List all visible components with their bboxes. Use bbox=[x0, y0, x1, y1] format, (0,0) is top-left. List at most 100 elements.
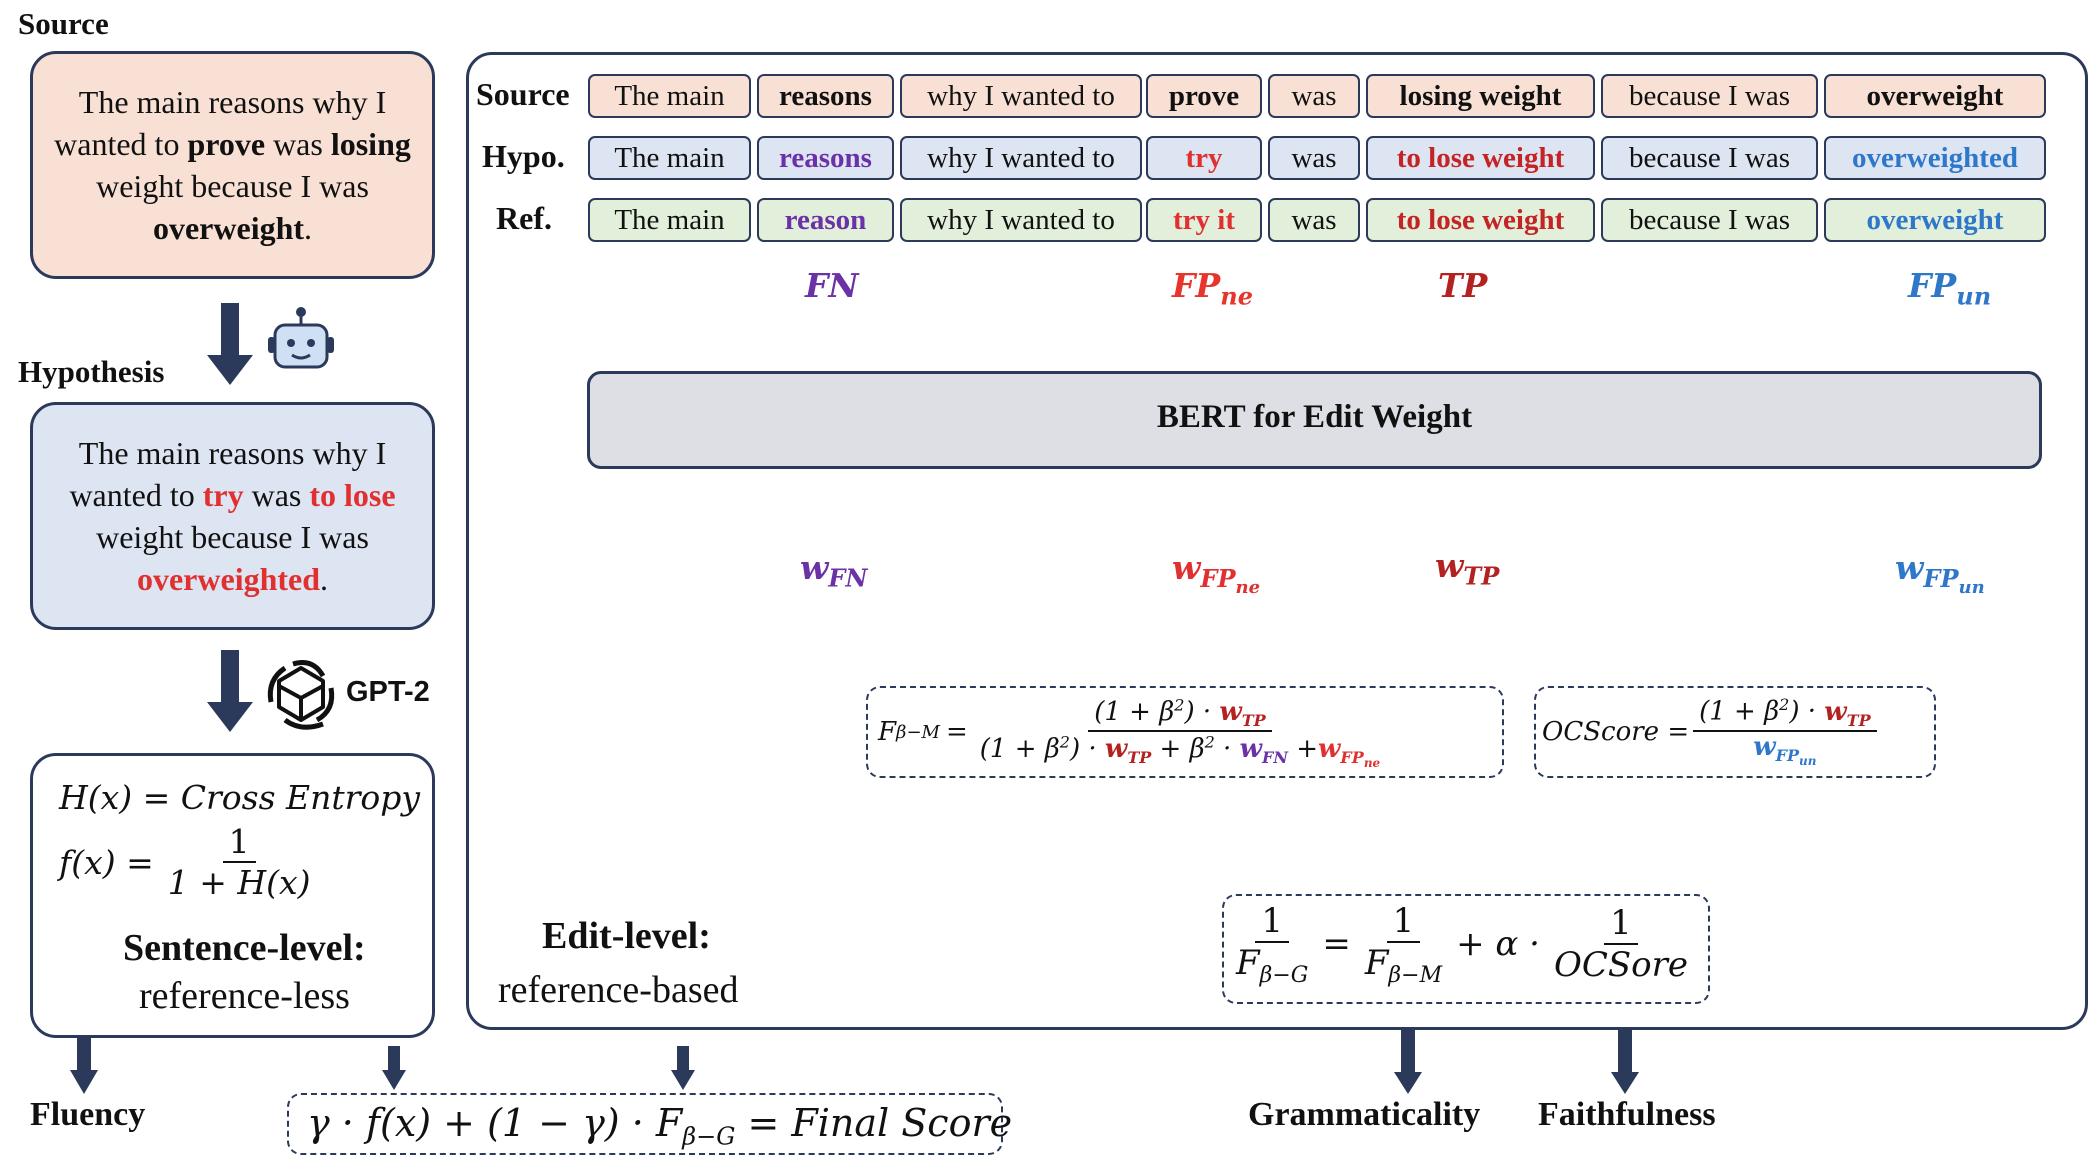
fbm-den-dot: ) · bbox=[1069, 733, 1105, 764]
ocs-num-w: w bbox=[1824, 696, 1847, 727]
f-beta-g-box: 1 Fβ−G = 1 Fβ−M + α · 1 OCSore bbox=[1222, 894, 1710, 1004]
fbg-frac1-den-f: F bbox=[1236, 943, 1260, 983]
token-cell: why I wanted to bbox=[900, 198, 1142, 242]
bert-bar: BERT for Edit Weight bbox=[587, 371, 2042, 469]
sentence-segment: overweighted bbox=[136, 561, 321, 597]
token-cell: was bbox=[1268, 74, 1360, 118]
f-numerator: 1 bbox=[222, 822, 256, 863]
fbm-num-sq: 2 bbox=[1174, 695, 1185, 714]
w-tp-label: wTP bbox=[1435, 546, 1499, 591]
ocscore-fraction: (1 + β2) · wTP wFPun bbox=[1693, 695, 1877, 769]
w-fn-label: wFN bbox=[800, 548, 867, 593]
ocscore-formula: OCScore = (1 + β2) · wTP wFPun bbox=[1542, 695, 1877, 768]
token-cell: was bbox=[1268, 136, 1360, 180]
fbg-frac2-den: Fβ−M bbox=[1359, 943, 1448, 988]
hypothesis-card: The main reasons why I wanted to try was… bbox=[30, 402, 435, 630]
ocscore-box: OCScore = (1 + β2) · wTP wFPun bbox=[1534, 686, 1936, 778]
fp-un-label: FPun bbox=[1908, 266, 1991, 311]
hypothesis-label: Hypothesis bbox=[18, 354, 165, 389]
token-cell: to lose weight bbox=[1366, 198, 1595, 242]
token-cell: The main bbox=[588, 198, 751, 242]
fbm-lhs: F bbox=[878, 717, 897, 748]
fbm-den: (1 + β2) · wTP + β2 · wFN +wFPne bbox=[979, 731, 1381, 770]
token-cell: overweight bbox=[1824, 198, 2046, 242]
sentence-segment: The main reasons why I wanted to bbox=[54, 84, 387, 162]
token-cell: reasons bbox=[757, 74, 894, 118]
entropy-formula: H(x) = Cross Entropy bbox=[59, 778, 421, 817]
source-label: Source bbox=[18, 6, 109, 41]
w-tp-w: w bbox=[1435, 546, 1464, 585]
final-score-rhs: = Final Score bbox=[735, 1101, 1013, 1145]
to-final-arrow-2 bbox=[671, 1046, 695, 1090]
w-fp-ne-subsub: ne bbox=[1235, 576, 1261, 598]
grammaticality-label: Grammaticality bbox=[1248, 1096, 1481, 1133]
w-fp-ne-w: w bbox=[1172, 548, 1201, 587]
fbg-frac3-den: OCSore bbox=[1553, 945, 1689, 986]
fn-label-text: FN bbox=[805, 266, 859, 305]
token-cell: why I wanted to bbox=[900, 136, 1142, 180]
fbm-beta: β bbox=[1189, 733, 1205, 764]
edit-level-sub: reference-based bbox=[498, 969, 739, 1011]
w-fp-un-w: w bbox=[1895, 548, 1924, 587]
token-cell: The main bbox=[588, 74, 751, 118]
tp-label-text: TP bbox=[1438, 266, 1488, 305]
ocs-num-a: (1 + β bbox=[1699, 696, 1780, 727]
source-card: The main reasons why I wanted to prove w… bbox=[30, 51, 435, 279]
sentence-level-title: Sentence-level: bbox=[123, 927, 366, 969]
row-label-1: Hypo. bbox=[482, 138, 565, 174]
source-to-hypothesis-arrow bbox=[207, 303, 253, 385]
sentence-segment: weight because I was bbox=[96, 168, 369, 204]
row-label-2: Ref. bbox=[496, 200, 552, 236]
sentence-segment: was bbox=[265, 126, 331, 162]
ocs-num-dot: ) · bbox=[1789, 696, 1825, 727]
sentence-segment: . bbox=[304, 210, 313, 246]
token-cell: because I was bbox=[1601, 74, 1818, 118]
fp-un-label-sub: un bbox=[1956, 281, 1992, 311]
fbm-fraction: (1 + β2) · wTP (1 + β2) · wTP + β2 · wFN… bbox=[974, 695, 1386, 770]
ocscore-lhs: OCScore = bbox=[1542, 716, 1690, 747]
hypothesis-sentence: The main reasons why I wanted to try was… bbox=[33, 432, 432, 600]
fbm-den-w3subsub: ne bbox=[1363, 755, 1381, 770]
fn-label: FN bbox=[805, 266, 859, 305]
token-cell: reason bbox=[757, 198, 894, 242]
sentence-segment: . bbox=[320, 561, 329, 597]
sentence-segment: The main reasons why I wanted to bbox=[69, 435, 387, 513]
fbm-den-w3sub: FP bbox=[1340, 747, 1364, 767]
f-lhs: f(x) = bbox=[59, 842, 154, 882]
fluency-label: Fluency bbox=[30, 1096, 146, 1133]
token-cell: try bbox=[1146, 136, 1262, 180]
ocs-den-wsubsub: un bbox=[1799, 754, 1817, 769]
w-fn-sub: FN bbox=[828, 563, 868, 593]
fbm-lhs-sub: β−M bbox=[896, 721, 940, 743]
fbg-frac1-num: 1 bbox=[1255, 901, 1289, 943]
fbm-num-dot: ) · bbox=[1184, 696, 1220, 727]
fbg-alpha: + α · bbox=[1456, 924, 1540, 965]
sentence-segment: to lose bbox=[309, 477, 396, 513]
token-cell: try it bbox=[1146, 198, 1262, 242]
fbm-den-sq: 2 bbox=[1059, 731, 1070, 751]
sentence-segment: weight because I was bbox=[96, 519, 369, 555]
token-cell: prove bbox=[1146, 74, 1262, 118]
token-cell: losing weight bbox=[1366, 74, 1595, 118]
fbg-frac1-den: Fβ−G bbox=[1230, 943, 1314, 988]
token-cell: The main bbox=[588, 136, 751, 180]
w-tp-sub: TP bbox=[1463, 561, 1500, 591]
faithfulness-label: Faithfulness bbox=[1538, 1096, 1716, 1133]
sentence-segment: was bbox=[243, 477, 310, 513]
sentence-segment: prove bbox=[187, 126, 266, 162]
sentence-segment: losing bbox=[330, 126, 411, 162]
w-fp-un-subsub: un bbox=[1958, 576, 1985, 598]
source-sentence: The main reasons why I wanted to prove w… bbox=[33, 81, 432, 249]
openai-logo-icon bbox=[267, 660, 335, 730]
token-cell: because I was bbox=[1601, 198, 1818, 242]
sentence-segment: try bbox=[202, 477, 244, 513]
fbm-plus1: + bbox=[1159, 733, 1182, 764]
fbg-frac3-num: 1 bbox=[1604, 903, 1638, 946]
token-cell: overweight bbox=[1824, 74, 2046, 118]
gpt2-label: GPT-2 bbox=[346, 676, 430, 708]
ocs-num-wsub: TP bbox=[1846, 710, 1871, 730]
ocs-num-sq: 2 bbox=[1779, 695, 1790, 714]
final-score-sub: β−G bbox=[682, 1122, 736, 1151]
to-final-arrow-1 bbox=[382, 1046, 406, 1090]
